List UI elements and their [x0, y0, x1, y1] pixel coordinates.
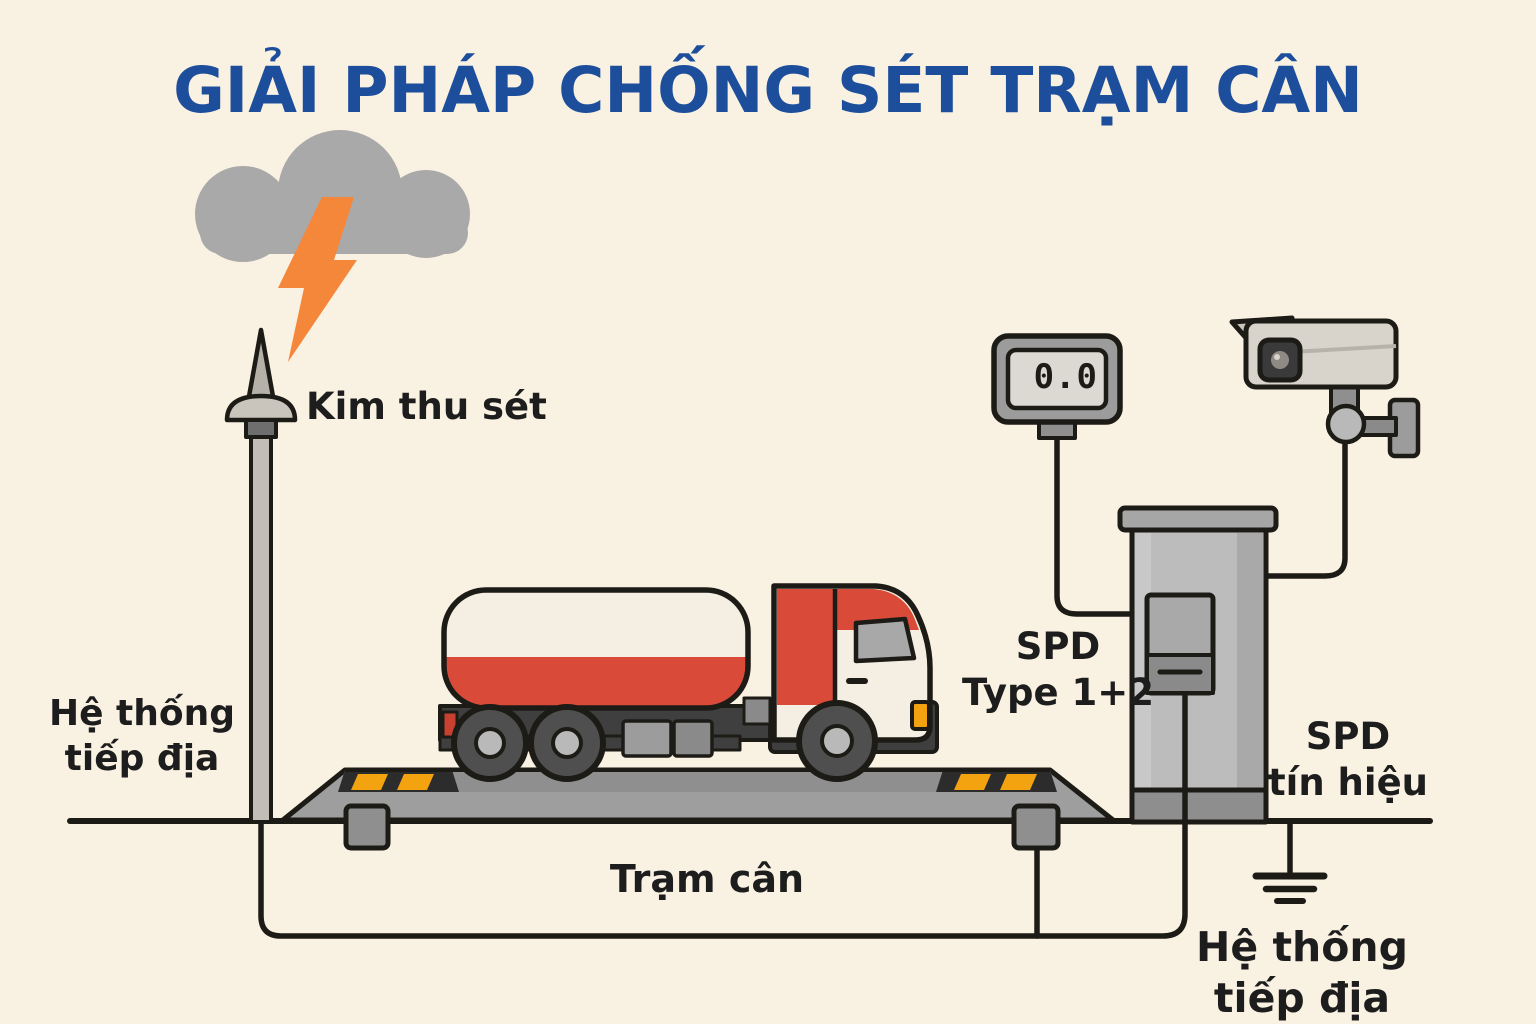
label-grounding-left-line2: tiếp địa — [64, 737, 220, 779]
page-title: GIẢI PHÁP CHỐNG SÉT TRẠM CÂN — [173, 54, 1363, 127]
truck-fuel-tank — [621, 719, 673, 758]
load-cell-icon — [1011, 803, 1061, 851]
storm-cloud-icon — [195, 130, 470, 262]
truck-indicator-light — [910, 700, 931, 731]
lightning-bolt-icon — [278, 197, 357, 362]
label-grounding-left: Hệ thống tiếp địa — [49, 692, 235, 781]
display-signal-wire — [1054, 429, 1143, 617]
label-spd-power-line2: Type 1+2 — [962, 670, 1154, 714]
underground-ground-loop — [258, 819, 1188, 939]
tanker-truck-icon — [438, 583, 939, 782]
label-grounding-left-line1: Hệ thống — [48, 693, 236, 734]
truck-cab — [771, 583, 933, 743]
label-spd-power-line1: SPD — [1015, 625, 1101, 668]
camera-signal-wire — [1259, 439, 1348, 579]
indicator-screen — [1005, 347, 1109, 411]
truck-door-handle — [846, 678, 868, 684]
weight-indicator-value: 0.0 — [1033, 357, 1098, 397]
label-grounding-right-line1: Hệ thống — [1196, 923, 1408, 971]
label-lightning-rod: Kim thu sét — [306, 384, 547, 430]
cabinet-base — [1129, 787, 1269, 825]
truck-wheels — [451, 700, 878, 782]
lightning-rod-icon — [224, 327, 298, 824]
label-weighbridge-text: Trạm cân — [609, 857, 805, 901]
grounding-wire-icon — [258, 429, 1348, 939]
control-cabinet-icon — [1117, 505, 1279, 825]
hazard-yellow-stripes — [351, 774, 1037, 790]
label-grounding-right-line2: tiếp địa — [1213, 973, 1391, 1022]
label-lightning-rod-text: Kim thu sét — [306, 385, 547, 428]
label-grounding-right: Hệ thống tiếp địa — [1196, 922, 1408, 1024]
lightning-rod-pole — [249, 434, 273, 824]
label-spd-signal-line1: SPD — [1305, 715, 1391, 758]
load-cell-icon — [343, 803, 391, 851]
label-weighbridge: Trạm cân — [610, 856, 804, 903]
weight-indicator-icon — [991, 333, 1123, 440]
lightning-rod-dome — [224, 393, 298, 423]
label-spd-power: SPD Type 1+2 — [962, 624, 1154, 716]
camera-joint — [1325, 403, 1367, 445]
weighbridge-deck-band — [338, 770, 1057, 792]
label-spd-signal-line2: tín hiệu — [1267, 760, 1429, 804]
truck-windshield — [853, 616, 917, 664]
weighbridge-icon — [280, 767, 1116, 851]
lightning-rod-spike — [245, 327, 277, 405]
cabinet-cap — [1117, 505, 1279, 533]
earth-ground-icon — [1252, 818, 1328, 904]
spd-device-icon — [1144, 592, 1216, 696]
lightning-rod-collar — [244, 418, 278, 439]
hazard-stripe-right — [936, 770, 1057, 792]
label-spd-signal: SPD tín hiệu — [1268, 714, 1428, 806]
tanker-barrel — [441, 587, 751, 711]
cctv-camera-icon — [1229, 315, 1421, 459]
